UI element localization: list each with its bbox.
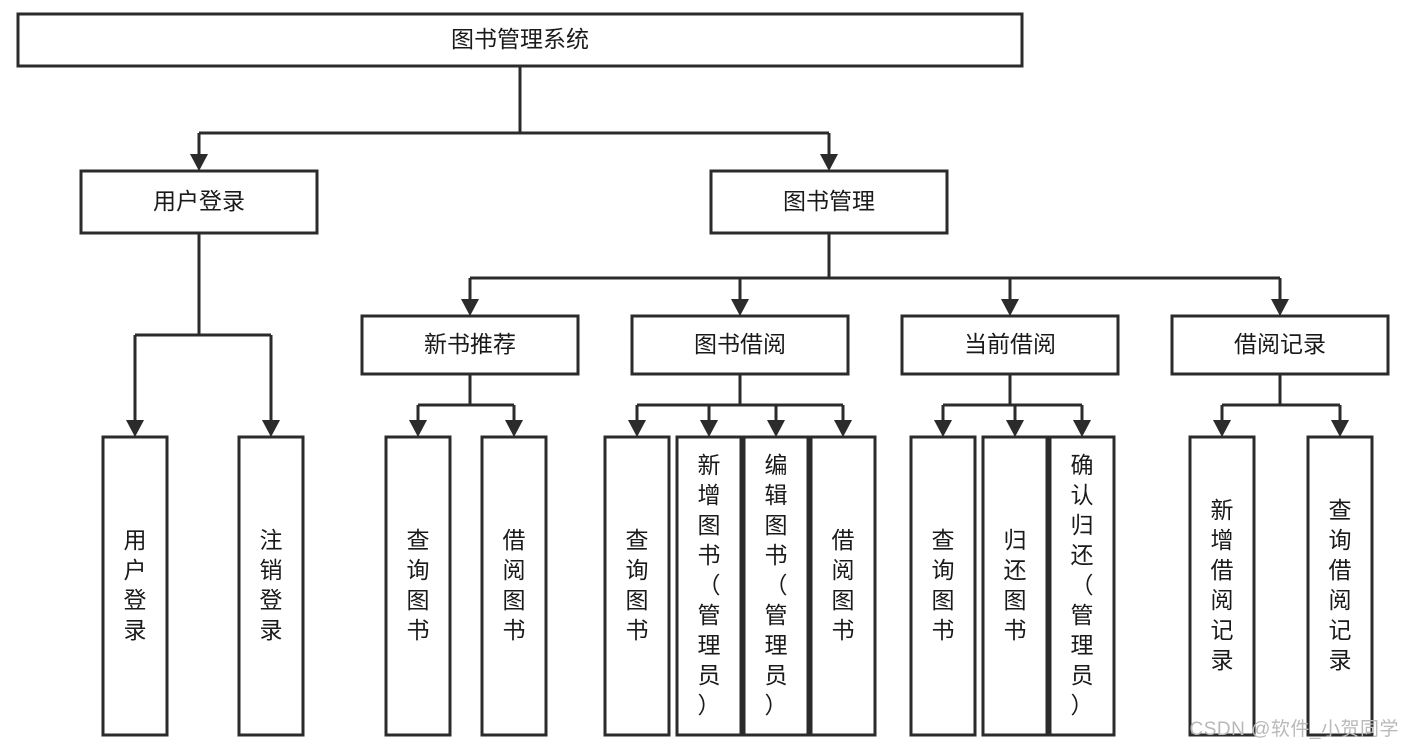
node-new-book-recommend[interactable]: 新书推荐	[360, 314, 580, 376]
node-label: 新增借阅记录	[1211, 497, 1234, 673]
node-label: 用户登录	[124, 527, 147, 643]
node-label: 编辑图书（管理员）	[765, 452, 788, 718]
node-label: 图书借阅	[694, 331, 786, 357]
node-label: 借阅图书	[503, 527, 526, 643]
node-leaf-edit-book[interactable]: 编辑图书（管理员）	[742, 435, 810, 737]
arrow-icon-leaf-logout	[262, 420, 280, 437]
arrow-icon-leaf-add-record	[1213, 420, 1231, 437]
node-label: 注销登录	[260, 527, 283, 643]
arrow-icon-book-borrow	[731, 299, 749, 316]
arrow-icon-leaf-return-book	[1006, 420, 1024, 437]
node-box	[675, 435, 743, 737]
node-box	[79, 169, 319, 235]
node-leaf-query-book-3[interactable]: 查询图书	[909, 435, 977, 737]
node-label: 查询图书	[407, 527, 430, 643]
node-leaf-return-book[interactable]: 归还图书	[981, 435, 1049, 737]
node-box	[603, 435, 671, 737]
arrow-icon-leaf-query-record	[1331, 420, 1349, 437]
node-current-borrow[interactable]: 当前借阅	[900, 314, 1120, 376]
node-box	[909, 435, 977, 737]
node-label: 借阅图书	[832, 527, 855, 643]
node-box	[384, 435, 452, 737]
arrow-icon-leaf-borrow-book-1	[505, 420, 523, 437]
node-box	[809, 435, 877, 737]
arrow-icon-book-management	[820, 154, 838, 171]
arrow-icon-current-borrow	[1001, 299, 1019, 316]
node-book-management[interactable]: 图书管理	[709, 169, 949, 235]
node-leaf-logout[interactable]: 注销登录	[237, 435, 305, 737]
node-label: 图书管理	[783, 188, 875, 214]
node-box	[630, 314, 850, 376]
arrow-icon-leaf-edit-book	[767, 420, 785, 437]
node-box	[900, 314, 1120, 376]
node-layer: 图书管理系统用户登录图书管理新书推荐图书借阅当前借阅借阅记录用户登录注销登录查询…	[16, 12, 1390, 737]
node-box	[101, 435, 169, 737]
node-label: 确认归还（管理员）	[1071, 452, 1094, 718]
node-label: 查询图书	[932, 527, 955, 643]
node-box	[981, 435, 1049, 737]
node-book-borrow[interactable]: 图书借阅	[630, 314, 850, 376]
node-leaf-add-record[interactable]: 新增借阅记录	[1188, 435, 1256, 737]
arrow-icon-leaf-user-login	[126, 420, 144, 437]
node-leaf-borrow-book-2[interactable]: 借阅图书	[809, 435, 877, 737]
node-label: 当前借阅	[964, 331, 1056, 357]
node-leaf-borrow-book-1[interactable]: 借阅图书	[480, 435, 548, 737]
node-leaf-add-book[interactable]: 新增图书（管理员）	[675, 435, 743, 737]
arrow-icon-leaf-add-book	[700, 420, 718, 437]
node-label: 图书管理系统	[451, 26, 589, 52]
node-leaf-query-book-1[interactable]: 查询图书	[384, 435, 452, 737]
arrow-icon-user-login	[190, 154, 208, 171]
node-leaf-query-record[interactable]: 查询借阅记录	[1306, 435, 1374, 737]
arrow-icon-leaf-query-book-1	[409, 420, 427, 437]
node-leaf-user-login[interactable]: 用户登录	[101, 435, 169, 737]
arrow-icon-leaf-query-book-3	[934, 420, 952, 437]
node-label: 新增图书（管理员）	[698, 452, 721, 718]
arrow-icon-leaf-confirm-return	[1073, 420, 1091, 437]
node-label: 查询图书	[626, 527, 649, 643]
node-box	[237, 435, 305, 737]
node-leaf-query-book-2[interactable]: 查询图书	[603, 435, 671, 737]
arrow-icon-new-book-recommend	[461, 299, 479, 316]
connector-layer	[126, 66, 1349, 437]
node-label: 归还图书	[1004, 527, 1027, 643]
node-box	[16, 12, 1024, 68]
node-label: 新书推荐	[424, 331, 516, 357]
node-box	[1188, 435, 1256, 737]
node-label: 用户登录	[153, 188, 245, 214]
arrow-icon-borrow-record	[1271, 299, 1289, 316]
node-box	[480, 435, 548, 737]
node-label: 查询借阅记录	[1329, 497, 1352, 673]
node-box	[1048, 435, 1116, 737]
node-root[interactable]: 图书管理系统	[16, 12, 1024, 68]
node-borrow-record[interactable]: 借阅记录	[1170, 314, 1390, 376]
node-box	[360, 314, 580, 376]
arrow-icon-leaf-borrow-book-2	[834, 420, 852, 437]
node-box	[709, 169, 949, 235]
arrow-icon-leaf-query-book-2	[628, 420, 646, 437]
node-label: 借阅记录	[1234, 331, 1326, 357]
node-leaf-confirm-return[interactable]: 确认归还（管理员）	[1048, 435, 1116, 737]
node-box	[1306, 435, 1374, 737]
node-box	[742, 435, 810, 737]
node-user-login[interactable]: 用户登录	[79, 169, 319, 235]
node-box	[1170, 314, 1390, 376]
